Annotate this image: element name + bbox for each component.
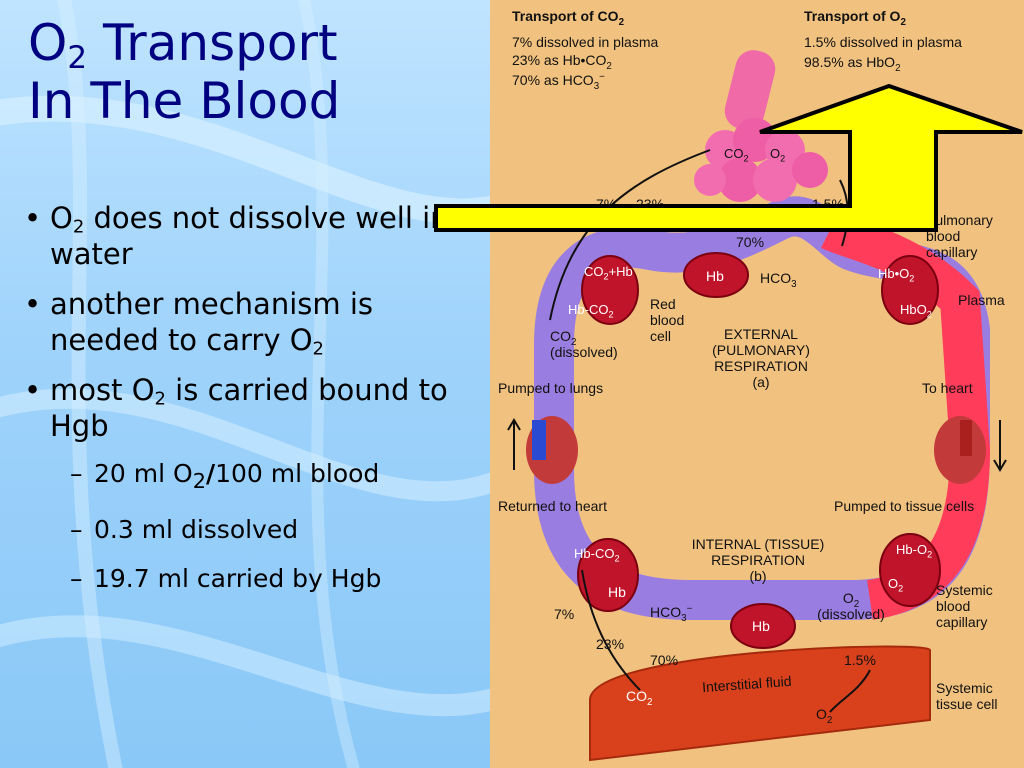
hb-label-upper: Hb — [706, 268, 724, 284]
co2-line-3: 70% as HCO3− — [512, 71, 605, 92]
o2-label-tissue: O2 — [816, 706, 833, 726]
co2-label-tissue: CO2 — [626, 688, 653, 708]
rbc-lower-right — [879, 533, 941, 607]
plasma-label: Plasma — [958, 292, 1005, 308]
hbo2-label-upper: HbO2 — [900, 302, 932, 320]
red-blood-cell-label: Red blood cell — [650, 296, 685, 344]
sub-bullet-item: –0.3 ml dissolved — [70, 515, 299, 544]
external-respiration-label: EXTERNAL (PULMONARY) RESPIRATION (a) — [712, 326, 810, 390]
alveolus-co2-label: CO2 — [724, 146, 749, 164]
heart-icon-left — [526, 416, 578, 484]
co2-hb-label: CO2+Hb — [584, 264, 633, 282]
heart-icon-right — [934, 416, 986, 484]
sub-bullet-item: –19.7 ml carried by Hgb — [70, 564, 382, 593]
pumped-to-tissue-label: Pumped to tissue cells — [834, 498, 975, 514]
alveolus-o2-label: O2 — [770, 146, 786, 164]
co2-transport-header: Transport of CO2 — [512, 8, 625, 28]
o2-label-lower-cell: O2 — [888, 576, 904, 594]
o2-transport-header: Transport of O2 — [804, 8, 906, 28]
returned-to-heart-label: Returned to heart — [498, 498, 607, 514]
tissue-band — [589, 645, 931, 762]
sub-bullet-item: –20 ml O2/100 ml blood — [70, 459, 380, 493]
hco3-label-lower: HCO3− — [650, 603, 693, 624]
hb-label-lower-mid: Hb — [752, 618, 770, 634]
hb-co2-label-lower: Hb-CO2 — [574, 546, 620, 564]
title-line-1: O2 Transport — [28, 14, 338, 76]
co2-line-1: 7% dissolved in plasma — [512, 34, 659, 50]
rbc-upper-left — [581, 255, 639, 325]
hb-label-lower-left: Hb — [608, 584, 626, 600]
low-pct-7: 7% — [554, 606, 575, 622]
title-line-2: In The Blood — [28, 72, 341, 130]
rbc-lower-mid — [730, 603, 796, 649]
hb-co2-label-upper: Hb-CO2 — [568, 302, 614, 320]
rbc-upper-right — [881, 255, 939, 325]
systemic-tissue-cell-label: Systemic tissue cell — [936, 680, 998, 712]
low-pct-1-5: 1.5% — [844, 652, 876, 668]
co2-dissolved-label: CO2(dissolved) — [550, 328, 618, 360]
top-pct-70: 70% — [736, 234, 765, 250]
o2-line-1: 1.5% dissolved in plasma — [804, 34, 962, 50]
to-heart-label: To heart — [922, 380, 973, 396]
slide-title: O2 Transport In The Blood — [28, 14, 340, 130]
hco3-label-upper: HCO3 — [760, 270, 797, 290]
pumped-to-lungs-label: Pumped to lungs — [498, 380, 604, 396]
hb-o2-label-upper: Hb•O2 — [878, 266, 915, 284]
rbc-upper-mid — [683, 252, 749, 298]
bullet-item: •O2 does not dissolve well in water — [24, 201, 449, 271]
low-pct-70: 70% — [650, 652, 679, 668]
bullet-list: •O2 does not dissolve well in water •ano… — [18, 200, 458, 612]
o2-line-2: 98.5% as HbO2 — [804, 54, 901, 74]
rbc-lower-left — [577, 538, 639, 612]
hb-o2-label-lower: Hb-O2 — [896, 542, 933, 560]
internal-respiration-label: INTERNAL (TISSUE) RESPIRATION (b) — [691, 536, 825, 584]
co2-line-2: 23% as Hb•CO2 — [512, 52, 612, 72]
low-pct-23: 23% — [596, 636, 625, 652]
systemic-capillary-label: Systemic blood capillary — [936, 582, 993, 630]
bullet-item: •another mechanism is needed to carry O2 — [24, 287, 373, 360]
bullet-item: •most O2 is carried bound to Hgb — [24, 373, 448, 443]
alveoli-icon — [694, 50, 828, 202]
o2-dissolved-label: O2(dissolved) — [817, 590, 885, 622]
